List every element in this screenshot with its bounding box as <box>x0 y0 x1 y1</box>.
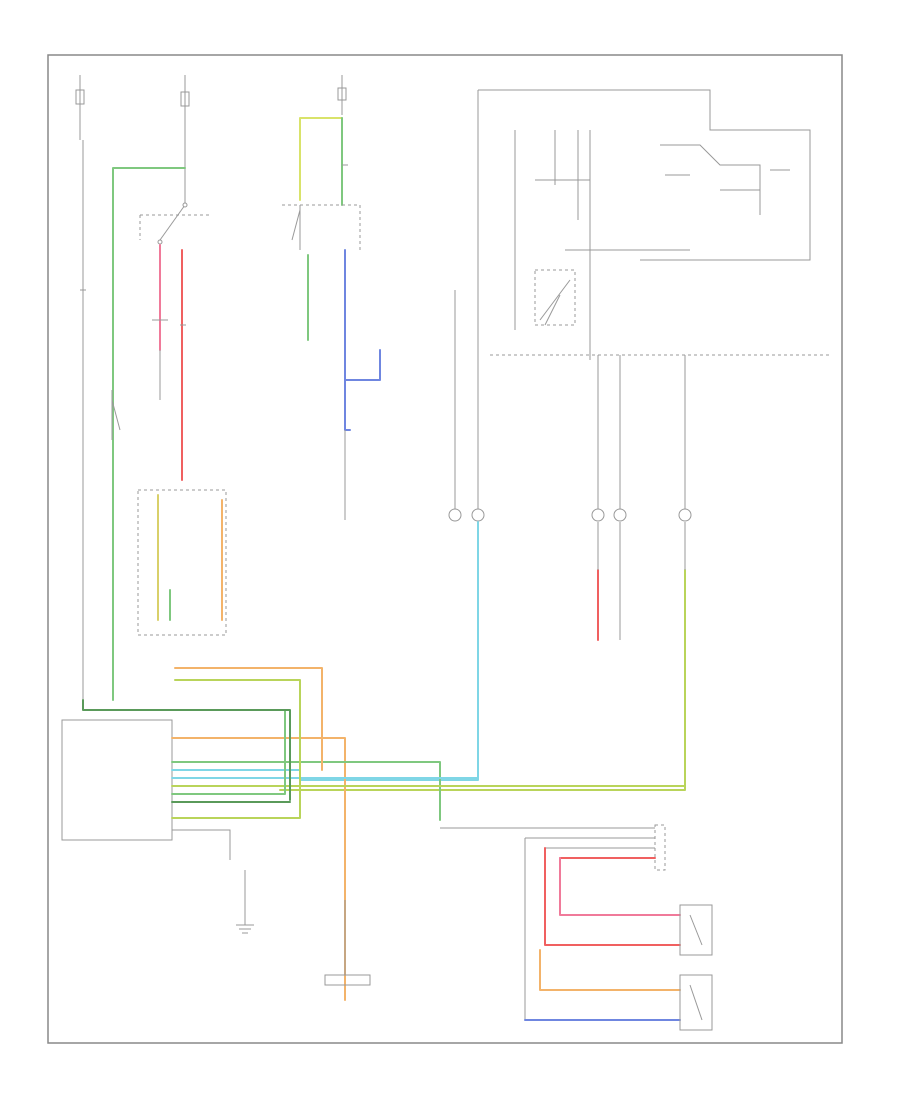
connector-icon <box>448 508 462 522</box>
fuse-icon <box>337 87 347 101</box>
wire-light-blue <box>299 521 479 781</box>
connector-icon <box>678 508 692 522</box>
fuse-icon <box>180 91 190 107</box>
connector-row <box>448 508 692 522</box>
wire-markers <box>80 164 348 326</box>
brake-switch <box>139 202 210 245</box>
power-feed-center-left <box>180 75 190 205</box>
brake-pressure-switch <box>111 390 121 440</box>
wire-yellow-top <box>299 117 343 201</box>
power-feed-center <box>337 75 347 115</box>
connector-icon <box>613 508 627 522</box>
speed-control-module-box <box>61 719 173 841</box>
bottom-connector <box>324 974 371 986</box>
fuse-icon <box>75 89 85 105</box>
sensor-box-upper <box>679 904 713 956</box>
right-module-top <box>478 89 811 360</box>
right-lower-panel <box>440 824 713 1031</box>
connector-icon <box>471 508 485 522</box>
clutch-switch-box <box>137 489 227 636</box>
pcm-output-wires <box>82 667 686 1001</box>
sensor-box-lower <box>679 974 713 1031</box>
connector-icon <box>591 508 605 522</box>
center-switch <box>282 204 361 250</box>
wire-yellow-green-right <box>279 569 686 791</box>
wire-blue-center <box>344 249 351 431</box>
power-feed-left <box>75 75 85 700</box>
diagram-frame <box>47 54 843 1044</box>
wire-blue-branch <box>344 349 381 381</box>
ground-icon <box>236 870 254 934</box>
wire-green-top <box>112 167 186 701</box>
